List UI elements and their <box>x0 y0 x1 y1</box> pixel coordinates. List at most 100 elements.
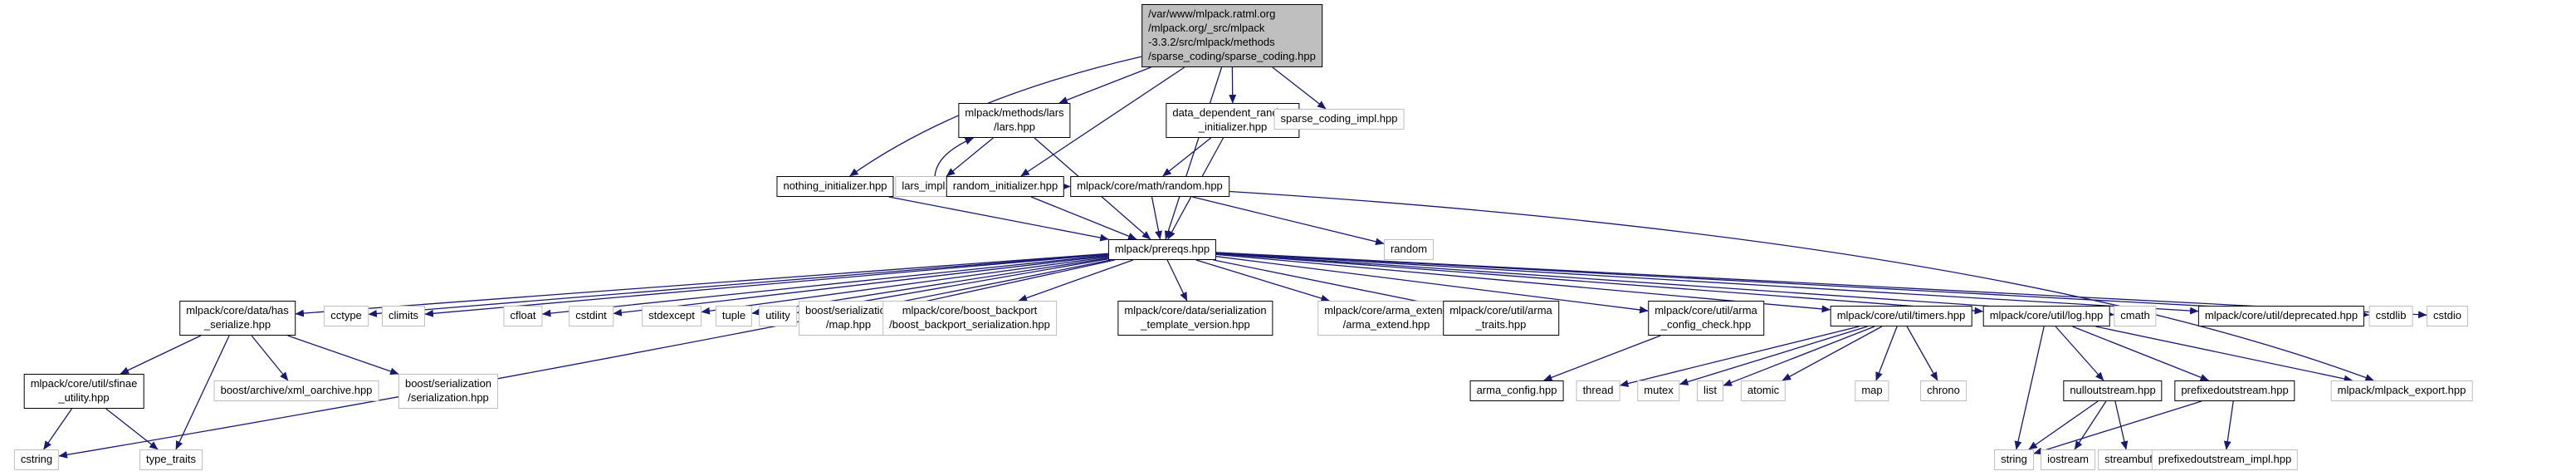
edge-data_dep-math_random <box>1162 137 1212 177</box>
node-timers[interactable]: mlpack/core/util/timers.hpp <box>1830 306 1972 326</box>
edge-prereqs-arma_traits <box>1213 259 1444 309</box>
node-arma_config_check[interactable]: mlpack/core/util/arma _config_check.hpp <box>1648 301 1764 336</box>
edge-main-prereqs <box>1164 66 1223 240</box>
edge-prereqs-log <box>1215 253 1984 315</box>
node-cstdio: cstdio <box>2427 306 2468 326</box>
edge-log-string <box>2014 326 2045 450</box>
node-nulloutstream[interactable]: nulloutstream.hpp <box>2063 380 2163 401</box>
edge-nulloutstream-iostream <box>2074 400 2107 450</box>
node-log[interactable]: mlpack/core/util/log.hpp <box>1982 306 2110 326</box>
node-iostream: iostream <box>2041 449 2095 470</box>
edge-has_serialize-serialization_hpp <box>287 335 399 375</box>
edge-sfinae-cstring <box>43 408 73 450</box>
edge-timers-chrono <box>1906 326 1938 381</box>
edge-prereqs-arma_extend <box>1195 259 1330 302</box>
node-mlpack_export: mlpack/mlpack_export.hpp <box>2330 380 2473 401</box>
node-cfloat: cfloat <box>503 306 543 326</box>
node-random: random <box>1383 239 1435 260</box>
edge-prereqs-cmath <box>1215 253 2115 318</box>
node-cstdint: cstdint <box>569 306 613 326</box>
node-map_hpp: boost/serialization /map.hpp <box>798 301 899 336</box>
edge-math_random-random <box>1192 196 1385 246</box>
node-serialization_hpp: boost/serialization /serialization.hpp <box>398 374 499 409</box>
edge-prereqs-cstring <box>58 259 1112 459</box>
edge-arma_config_check-arma_config <box>1543 335 1661 381</box>
node-streambuf: streambuf <box>2098 449 2159 470</box>
edge-main-random_init <box>1020 66 1185 177</box>
node-ser_templ[interactable]: mlpack/core/data/serialization _template… <box>1117 301 1273 336</box>
node-lars[interactable]: mlpack/methods/lars /lars.hpp <box>958 103 1071 138</box>
edge-timers-thread <box>1619 326 1860 387</box>
edge-timers-atomic <box>1782 326 1883 381</box>
node-arma_config[interactable]: arma_config.hpp <box>1469 380 1564 401</box>
node-cmath: cmath <box>2114 306 2157 326</box>
edge-prereqs-deprecated <box>1215 252 2199 315</box>
node-list: list <box>1697 380 1723 401</box>
node-nothing[interactable]: nothing_initializer.hpp <box>776 176 894 197</box>
node-string: string <box>1994 449 2034 470</box>
edge-prereqs-arma_config_check <box>1215 256 1649 314</box>
node-prefixed_impl: prefixedoutstream_impl.hpp <box>2151 449 2299 470</box>
edge-log-mlpack_export <box>2095 326 2354 383</box>
edge-prefixedoutstream-prefixed_impl <box>2223 400 2234 450</box>
node-boost_backport: mlpack/core/boost_backport /boost_backpo… <box>882 301 1057 336</box>
edge-math_random-mlpack_export <box>1229 190 2374 381</box>
edge-lars-lars_impl <box>946 137 994 177</box>
node-map: map <box>1855 380 1889 401</box>
node-arma_extend: mlpack/core/arma_extend /arma_extend.hpp <box>1317 301 1455 336</box>
node-stdexcept: stdexcept <box>642 306 701 326</box>
edge-prereqs-ser_templ <box>1166 259 1188 302</box>
edge-prereqs-cstdlib <box>1215 252 2370 319</box>
node-cstdlib: cstdlib <box>2368 306 2413 326</box>
edge-timers-map <box>1875 326 1898 381</box>
edge-log-nulloutstream <box>2055 326 2104 381</box>
edge-timers-mutex <box>1679 326 1868 385</box>
edge-prereqs-cfloat <box>541 254 1109 317</box>
edge-log-prefixedoutstream <box>2072 326 2210 381</box>
node-xml_oarchive: boost/archive/xml_oarchive.hpp <box>213 380 379 401</box>
edge-has_serialize-sfinae <box>120 335 202 375</box>
node-sparse_impl: sparse_coding_impl.hpp <box>1273 109 1405 130</box>
node-sfinae[interactable]: mlpack/core/util/sfinae _utility.hpp <box>23 374 144 409</box>
edge-prereqs-stdexcept <box>701 256 1109 315</box>
node-climits: climits <box>381 306 426 326</box>
node-math_random[interactable]: mlpack/core/math/random.hpp <box>1070 176 1229 197</box>
node-cctype: cctype <box>324 306 369 326</box>
node-utility: utility <box>759 306 797 326</box>
edge-prereqs-cctype <box>368 253 1109 317</box>
edge-nothing-prereqs <box>888 196 1109 242</box>
node-main[interactable]: /var/www/mlpack.ratml.org /mlpack.org/_s… <box>1141 4 1322 67</box>
node-prereqs[interactable]: mlpack/prereqs.hpp <box>1107 239 1217 260</box>
edge-prereqs-cstdio <box>1215 252 2427 319</box>
node-thread: thread <box>1576 380 1620 401</box>
node-cstring: cstring <box>13 449 60 470</box>
node-arma_traits[interactable]: mlpack/core/util/arma _traits.hpp <box>1443 301 1559 336</box>
edge-sfinae-type_traits <box>105 408 159 450</box>
edge-prefixedoutstream-string <box>2033 400 2202 455</box>
edge-has_serialize-type_traits <box>175 335 230 450</box>
edge-prereqs-climits <box>424 253 1109 317</box>
edge-prereqs-boost_backport <box>1018 259 1134 302</box>
edge-math_random-prereqs <box>1151 196 1162 240</box>
node-chrono: chrono <box>1920 380 1967 401</box>
node-tuple: tuple <box>715 306 753 326</box>
node-mutex: mutex <box>1637 380 1680 401</box>
node-has_serialize[interactable]: mlpack/core/data/has _serialize.hpp <box>179 301 296 336</box>
edge-random_init-prereqs <box>1030 196 1137 240</box>
node-prefixedoutstream[interactable]: prefixedoutstream.hpp <box>2174 380 2295 401</box>
edge-prereqs-timers <box>1215 253 1831 313</box>
node-type_traits: type_traits <box>139 449 203 470</box>
edge-prereqs-map_hpp <box>897 259 1115 310</box>
node-random_init[interactable]: random_initializer.hpp <box>946 176 1065 197</box>
edge-prereqs-has_serialize <box>295 253 1109 317</box>
edge-main-lars <box>1058 66 1151 104</box>
node-atomic: atomic <box>1740 380 1787 401</box>
edge-lars_impl-lars <box>934 137 975 177</box>
edge-main-sparse_impl <box>1272 66 1327 110</box>
node-deprecated[interactable]: mlpack/core/util/deprecated.hpp <box>2197 306 2365 326</box>
edge-nulloutstream-string <box>2028 400 2099 450</box>
edge-prereqs-cstdint <box>613 255 1109 317</box>
edge-nulloutstream-streambuf <box>2114 400 2129 450</box>
